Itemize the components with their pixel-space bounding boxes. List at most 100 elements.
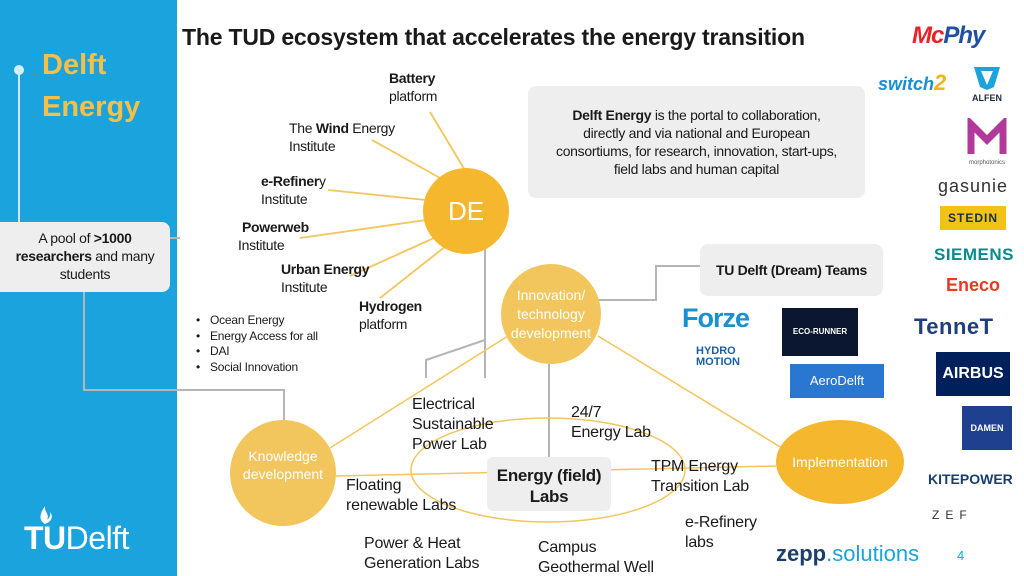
field-labs-line-1: Energy (field)	[496, 466, 602, 485]
tennet-logo: TenneT	[914, 314, 994, 339]
wind-text-1: The	[289, 120, 316, 136]
floating-renewable-lab: Floating renewable Labs	[346, 476, 456, 516]
mcphy-a: Mc	[912, 22, 944, 49]
logo-tu-text: TU	[24, 520, 66, 556]
wind-line-2: Institute	[289, 138, 336, 154]
ray-battery	[429, 111, 467, 173]
connector-innov-to-dream	[598, 265, 700, 301]
hub-label: DE	[447, 195, 485, 226]
ray-hydrogen	[379, 245, 447, 299]
powerweb-institute-label: Powerweb Institute	[238, 218, 309, 254]
pool-text-1: A pool of	[38, 230, 94, 246]
electrical-line-2: Sustainable	[412, 416, 494, 433]
hydrogen-platform-label: Hydrogen platform	[359, 297, 422, 333]
list-item: Ocean Energy	[196, 313, 318, 329]
ray-wind	[371, 139, 441, 179]
campus-line-1: Campus	[538, 539, 597, 556]
brand-line-1: Delft	[42, 49, 107, 81]
wind-institute-label: The Wind Energy Institute	[289, 119, 395, 155]
urban-energy-institute-label: Urban Energy Institute	[281, 260, 370, 296]
connector-pool-to-knowledge	[83, 292, 285, 422]
pool-bold-1: >1000	[93, 230, 132, 246]
campus-geothermal-lab: Campus Geothermal Well	[538, 538, 654, 576]
alfen-shield-icon	[974, 67, 1000, 90]
urban-line-2: Institute	[281, 279, 328, 295]
campus-line-2: Geothermal Well	[538, 559, 654, 576]
pool-text-3: students	[59, 266, 111, 282]
zef-logo: ZEF	[932, 508, 973, 522]
alfen-logo: ALFEN	[964, 65, 1010, 103]
list-item: Social Innovation	[196, 360, 318, 376]
field-labs-line-2: Labs	[529, 487, 569, 506]
hydro-line-1: HYDRO	[696, 345, 736, 357]
wind-text-2: Energy	[348, 120, 395, 136]
powerheat-line-2: Generation Labs	[364, 555, 480, 572]
erefinery-line-2: Institute	[261, 191, 308, 207]
pool-text-2: and many	[91, 248, 155, 264]
battery-platform-label: Battery platform	[389, 69, 437, 105]
powerheat-line-1: Power & Heat	[364, 535, 461, 552]
erefinery-institute-label: e-Refinery Institute	[261, 172, 326, 208]
switch-a: switch	[878, 74, 935, 94]
damen-logo: DAMEN	[962, 406, 1012, 450]
floating-line-1: Floating	[346, 477, 402, 494]
stedin-logo: STEDIN	[940, 206, 1006, 230]
portal-line-1: is the portal to collaboration,	[651, 107, 821, 123]
implementation-node: Implementation	[776, 420, 904, 504]
battery-line-1: Battery	[389, 70, 436, 86]
connector-hub-to-electrical	[425, 300, 486, 378]
alfen-text: ALFEN	[972, 93, 1002, 103]
gasunie-logo: gasunie	[938, 176, 1009, 196]
erefinery-text: y	[318, 173, 326, 189]
power-heat-lab: Power & Heat Generation Labs	[364, 534, 480, 574]
hydrogen-line-2: platform	[359, 316, 408, 332]
powerweb-line-2: Institute	[238, 237, 285, 253]
battery-line-2: platform	[389, 88, 438, 104]
electrical-power-lab: Electrical Sustainable Power Lab	[412, 395, 494, 455]
energy-247-lab: 24/7 Energy Lab	[571, 403, 651, 443]
sidebar-connector-dot	[14, 65, 24, 75]
energy247-line-2: Energy Lab	[571, 424, 651, 441]
brand-line-2: Energy	[42, 91, 141, 123]
innovation-line-3: development	[510, 324, 592, 341]
researcher-pool-card: A pool of >1000 researchers and many stu…	[0, 222, 170, 292]
ray-urban	[349, 237, 435, 277]
erefinery-bold: e-Refiner	[261, 173, 319, 189]
sidebar-connector-line	[18, 70, 20, 222]
page-number: 4	[957, 548, 965, 563]
erefinery-lab-line-2: labs	[685, 534, 714, 551]
zepp-solutions-logo: zepp.solutions	[776, 541, 919, 567]
erefinery-lab: e-Refinery labs	[685, 513, 757, 553]
connector-innov-to-knowledge	[329, 335, 509, 449]
ray-erefinery	[327, 189, 427, 201]
innovation-line-2: technology	[517, 305, 585, 322]
portal-bold: Delft Energy	[572, 107, 652, 123]
knowledge-line-2: development	[242, 466, 324, 482]
list-item: DAI	[196, 344, 318, 360]
switch2-logo: switch2	[878, 70, 946, 96]
tpm-line-1: TPM Energy	[651, 458, 738, 475]
electrical-line-3: Power Lab	[412, 436, 487, 453]
tpm-transition-lab: TPM Energy Transition Lab	[651, 457, 749, 497]
knowledge-node: Knowledge development	[230, 420, 336, 526]
dream-teams-card: TU Delft (Dream) Teams	[700, 244, 883, 296]
powerweb-line-1: Powerweb	[242, 219, 309, 235]
pool-bold-2: researchers	[15, 248, 92, 264]
eco-runner-logo: ECO-RUNNER	[782, 308, 858, 356]
delft-energy-hub: DE	[423, 168, 509, 254]
hydro-motion-logo: HYDRO MOTION	[696, 346, 740, 368]
eneco-logo: Eneco	[946, 275, 1001, 295]
other-themes-list: Ocean Energy Energy Access for all DAI S…	[196, 313, 318, 375]
field-labs-ellipse	[410, 417, 686, 523]
flame-icon	[40, 506, 52, 524]
zepp-a: zepp	[776, 541, 827, 566]
tpm-line-2: Transition Lab	[651, 478, 749, 495]
switch-b: 2	[934, 70, 947, 95]
list-item: Energy Access for all	[196, 329, 318, 345]
erefinery-lab-line-1: e-Refinery	[685, 514, 757, 531]
urban-line-1: Urban Energy	[281, 261, 370, 277]
wind-bold: Wind	[315, 120, 349, 136]
siemens-logo: SIEMENS	[934, 245, 1015, 264]
zepp-b: .solutions	[826, 541, 920, 566]
energy247-line-1: 24/7	[571, 404, 602, 421]
